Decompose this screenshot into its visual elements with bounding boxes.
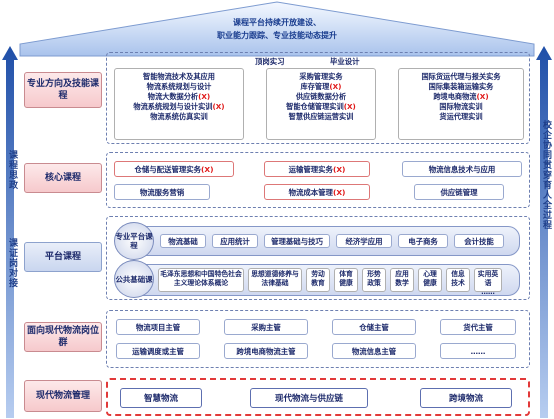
x-mark: (X) bbox=[343, 102, 356, 111]
pro-platform-circle: 专业平台课程 bbox=[114, 222, 154, 260]
course-item: 库存管理(X) bbox=[269, 82, 373, 92]
specialty-column-3: 国际货运代理与报关实务 国际集装箱运输实务 跨境电商物流(X) 国际物流实训 货… bbox=[398, 68, 524, 140]
left-up-arrow-icon bbox=[2, 46, 18, 418]
job-item: 物流项目主管 bbox=[116, 319, 200, 335]
core-frame bbox=[106, 152, 530, 208]
course-name: 物流系统规划与设计实训 bbox=[133, 102, 213, 111]
course-name: 实用英语 bbox=[477, 270, 499, 287]
x-mark: (X) bbox=[476, 92, 489, 101]
core-course-cost: 物流成本管理(X) bbox=[264, 184, 370, 200]
public-course: 形势政策 bbox=[362, 268, 386, 292]
foundation-smart-logistics: 智慧物流 bbox=[120, 388, 202, 408]
x-mark: (X) bbox=[329, 82, 342, 91]
platform-course: 会计技能 bbox=[454, 234, 504, 248]
course-name: 库存管理 bbox=[300, 82, 330, 91]
course-item: 物流大数据分析(X) bbox=[117, 92, 241, 102]
foundation-frame bbox=[106, 378, 530, 416]
course-item: 供应链数据分析 bbox=[295, 92, 347, 101]
tag-graduation-design: 毕业设计 bbox=[330, 57, 360, 66]
jobs-frame bbox=[106, 310, 530, 368]
roof-banner bbox=[19, 1, 535, 57]
roof-line-2: 职业能力跟踪、专业技能动态提升 bbox=[217, 31, 337, 40]
public-course: 心理健康 bbox=[418, 268, 442, 292]
job-item: …… bbox=[440, 343, 516, 359]
course-item: 智能仓储管理实训(X) bbox=[269, 102, 373, 112]
specialty-column-2: 采购管理实务 库存管理(X) 供应链数据分析 智能仓储管理实训(X) 智慧供应链… bbox=[266, 68, 376, 140]
specialty-frame bbox=[106, 52, 530, 144]
right-up-arrow-icon bbox=[536, 46, 552, 418]
course-name: 仓储与配送管理实务 bbox=[134, 164, 202, 174]
course-item: 物流系统规划与设计 bbox=[146, 82, 212, 91]
platform-course: 电子商务 bbox=[398, 234, 448, 248]
level-label-foundation: 现代物流管理 bbox=[24, 380, 102, 412]
course-name: 物流成本管理 bbox=[288, 187, 333, 197]
course-item: 货运代理实训 bbox=[439, 112, 483, 121]
left-axis-top: 课程思政 bbox=[7, 150, 17, 190]
course-item: 国际物流实训 bbox=[439, 102, 483, 111]
core-course-transport: 运输管理实务(X) bbox=[264, 161, 370, 177]
public-course: 应用数学 bbox=[390, 268, 414, 292]
public-course: 信息技术 bbox=[446, 268, 470, 292]
job-item: 采购主管 bbox=[224, 319, 308, 335]
course-item: 国际货运代理与报关实务 bbox=[421, 72, 501, 81]
platform-course: 应用统计 bbox=[212, 234, 258, 248]
public-course: 实用英语 …… bbox=[474, 268, 502, 296]
level-label-core: 核心课程 bbox=[24, 163, 102, 193]
public-basic-circle: 公共基础课 bbox=[114, 260, 154, 298]
core-course-scm: 供应链管理 bbox=[414, 184, 504, 200]
course-item: 物流系统仿真实训 bbox=[150, 112, 208, 121]
right-axis-text: 校企协同贯穿育人全过程 bbox=[541, 120, 551, 230]
level-label-specialty: 专业方向及技能课程 bbox=[24, 72, 102, 108]
x-mark: (X) bbox=[201, 164, 214, 174]
roof-line-1: 课程平台持续开放建设、 bbox=[233, 18, 321, 27]
platform-course: 管理基础与技巧 bbox=[264, 234, 330, 248]
level-label-jobs: 面向现代物流岗位群 bbox=[24, 322, 102, 352]
job-item: 货代主管 bbox=[440, 319, 516, 335]
course-item: 智慧供应链运营实训 bbox=[288, 112, 354, 121]
core-course-warehouse: 仓储与配送管理实务(X) bbox=[114, 161, 234, 177]
course-name: 运输管理实务 bbox=[288, 164, 333, 174]
course-name: 跨境电商物流 bbox=[433, 92, 477, 101]
course-name: 智能仓储管理实训 bbox=[286, 102, 344, 111]
platform-course: 经济学应用 bbox=[336, 234, 392, 248]
job-item: 物流信息主管 bbox=[332, 343, 416, 359]
job-item: 仓储主管 bbox=[332, 319, 416, 335]
x-mark: (X) bbox=[332, 187, 346, 197]
ellipsis: …… bbox=[481, 288, 495, 296]
job-item: 运输调度或主管 bbox=[116, 343, 200, 359]
course-item: 采购管理实务 bbox=[299, 72, 343, 81]
course-item: 物流系统规划与设计实训(X) bbox=[117, 102, 241, 112]
course-name: 物流大数据分析 bbox=[147, 92, 199, 101]
platform-frame bbox=[106, 216, 530, 300]
core-course-marketing: 物流服务营销 bbox=[114, 184, 210, 200]
x-mark: (X) bbox=[332, 164, 346, 174]
x-mark: (X) bbox=[198, 92, 211, 101]
specialty-column-1: 智能物流技术及其应用 物流系统规划与设计 物流大数据分析(X) 物流系统规划与设… bbox=[114, 68, 244, 140]
public-course: 思想道德修养与法律基础 bbox=[248, 268, 302, 292]
public-course: 毛泽东思想和中国特色社会主义理论体系概论 bbox=[158, 268, 244, 292]
left-axis-bottom: 课证岗对接 bbox=[7, 238, 17, 288]
public-course: 劳动教育 bbox=[306, 268, 330, 292]
public-course: 体育健康 bbox=[334, 268, 358, 292]
core-course-info-tech: 物流信息技术与应用 bbox=[402, 161, 522, 177]
course-item: 国际集装箱运输实务 bbox=[428, 82, 494, 91]
level-label-platform: 平台课程 bbox=[24, 242, 102, 272]
x-mark: (X) bbox=[212, 102, 225, 111]
foundation-modern-logistics: 现代物流与供应链 bbox=[250, 388, 368, 408]
tag-internship: 顶岗实习 bbox=[255, 57, 285, 66]
course-item: 跨境电商物流(X) bbox=[401, 92, 521, 102]
course-item: 智能物流技术及其应用 bbox=[143, 72, 215, 81]
foundation-cross-border: 跨境物流 bbox=[420, 388, 512, 408]
job-item: 跨境电商物流主管 bbox=[224, 343, 308, 359]
platform-course: 物流基础 bbox=[160, 234, 206, 248]
